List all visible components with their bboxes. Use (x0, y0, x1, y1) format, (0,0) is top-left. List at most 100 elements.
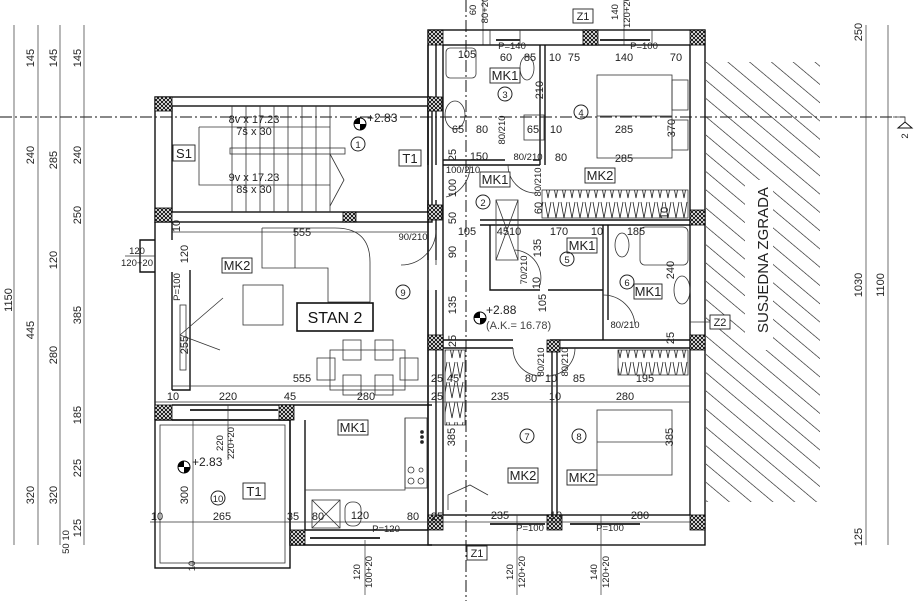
plan-label: 120+20 (601, 556, 612, 588)
plan-label: MK2 (569, 470, 596, 485)
plan-label: 240 (72, 146, 84, 164)
plan-label: 25 (431, 373, 443, 385)
room-number-circle (350, 136, 366, 152)
plan-label: 135 (447, 296, 459, 314)
tag-z1-bottom: Z1 (471, 548, 484, 560)
plan-label: P=100 (596, 523, 624, 534)
plan-label: 285 (615, 153, 633, 165)
plan-label: 90 (447, 246, 459, 258)
plan-label: 285 (615, 124, 633, 136)
plan-label: 150 (470, 151, 488, 163)
plan-label: 185 (72, 406, 84, 424)
plan-label: 10 (167, 391, 179, 403)
right-dimensions: 250 1030 125 1100 (853, 23, 889, 546)
level-marker-icon (353, 117, 367, 131)
stair-flight-lower-risers: 9v x 17.23 (229, 172, 280, 184)
plan-label: 135 (532, 239, 544, 257)
plan-label: 105 (458, 49, 476, 61)
plan-label: 85 (573, 373, 585, 385)
plan-label: P=100 (630, 41, 658, 52)
plan-label: 280 (631, 510, 649, 522)
plan-label: 80 (555, 152, 567, 164)
plan-label: 10 (591, 226, 603, 238)
plan-label: 120 (505, 564, 516, 580)
plan-label: 280 (357, 391, 375, 403)
plan-label: 300 (179, 486, 191, 504)
plan-label: 75 (568, 52, 580, 64)
plan-label: 385 (664, 428, 676, 446)
plan-label: 10 (549, 52, 561, 64)
plan-label: 240 (25, 146, 37, 164)
top-opening-labels: 60 80+20 Z1 140 120+20 (468, 0, 633, 45)
plan-label: 70/210 (519, 255, 530, 284)
plan-label: 80/210 (513, 152, 542, 163)
finished-level-note: (A.K.= 16.78) (486, 320, 551, 332)
plan-label: 140 (589, 564, 600, 580)
plan-label: 60 (500, 52, 512, 64)
tag-t1-balcony: T1 (246, 484, 261, 499)
plan-label: MK1 (482, 172, 509, 187)
plan-label: 10 (171, 220, 183, 232)
plan-label: 65 (527, 124, 539, 136)
plan-label: 1150 (3, 288, 15, 312)
plan-label: 100/210 (446, 165, 480, 176)
plan-label: 385 (446, 428, 458, 446)
stair-flight-lower-treads: 8š x 30 (236, 184, 271, 196)
plan-label: P=140 (498, 41, 526, 52)
pillars (154, 29, 706, 546)
plan-label: 105 (458, 226, 476, 238)
plan-label: 100 (447, 179, 459, 197)
plan-label: 120+20 (517, 556, 528, 588)
left-window-size: 120 (129, 246, 145, 257)
tag-t1-stair: T1 (402, 151, 417, 166)
plan-label: 3 (502, 90, 507, 101)
plan-label: 6 (624, 278, 629, 289)
plan-label: 195 (636, 373, 654, 385)
apartment-title-box (296, 302, 374, 332)
plan-label: 235 (491, 510, 509, 522)
section-marker: 2 (893, 116, 914, 139)
plan-label: MK1 (492, 68, 519, 83)
tag-z1-top: Z1 (577, 11, 590, 23)
plan-label: 140 (610, 4, 621, 20)
windows (190, 30, 653, 539)
plan-label: 45 (447, 373, 459, 385)
plan-label: 5 (564, 255, 569, 266)
plan-label: 280 (616, 391, 634, 403)
stair-flight-upper-treads: 7š x 30 (236, 126, 271, 138)
left-dimensions: 1150 145 240 445 320 145 285 120 280 320… (3, 25, 85, 554)
plan-label: 320 (48, 486, 60, 504)
plan-label: 125 (853, 528, 865, 546)
plan-label: 80+20 (480, 0, 491, 23)
plan-label: 120 (352, 564, 363, 580)
tag-s1: S1 (176, 146, 192, 161)
level-hall: +2.88 (486, 303, 517, 317)
room-9-number: 9 (400, 288, 405, 299)
plan-label: 10 (550, 510, 562, 522)
plan-label: MK2 (224, 258, 251, 273)
south-block-labels: 235 10 280 7 8 385 385 MK2 MK2 235 P=100… (150, 391, 690, 595)
plan-label: 220+20 (226, 427, 237, 459)
plan-label: 105 (537, 294, 549, 312)
plan-label: P=100 (516, 523, 544, 534)
plan-label: 235 (491, 391, 509, 403)
doors (400, 164, 636, 377)
plan-label: 4 (578, 108, 583, 119)
tag-z2: Z2 (714, 317, 727, 329)
plan-label: 145 (25, 49, 37, 67)
plan-label: 385 (72, 306, 84, 324)
plan-label: 80/210 (533, 167, 544, 196)
plan-label: 225 (72, 459, 84, 477)
plan-label: 50 (447, 212, 459, 224)
plan-label: 10 (659, 207, 671, 219)
plan-label: 210 (534, 81, 546, 99)
plan-label: 80 (312, 511, 324, 523)
plan-label: 220 (219, 391, 237, 403)
plan-label: 145 (72, 49, 84, 67)
plan-label: 7 (524, 432, 529, 443)
room-1-number: 1 (355, 140, 360, 151)
north-block-labels: 105 P=140 60 85 10 75 140 P=100 70 MK1 3… (446, 41, 682, 224)
plan-label: 265 (213, 511, 231, 523)
plan-label: 120+20 (622, 0, 633, 28)
plan-label: 1100 (875, 273, 887, 297)
